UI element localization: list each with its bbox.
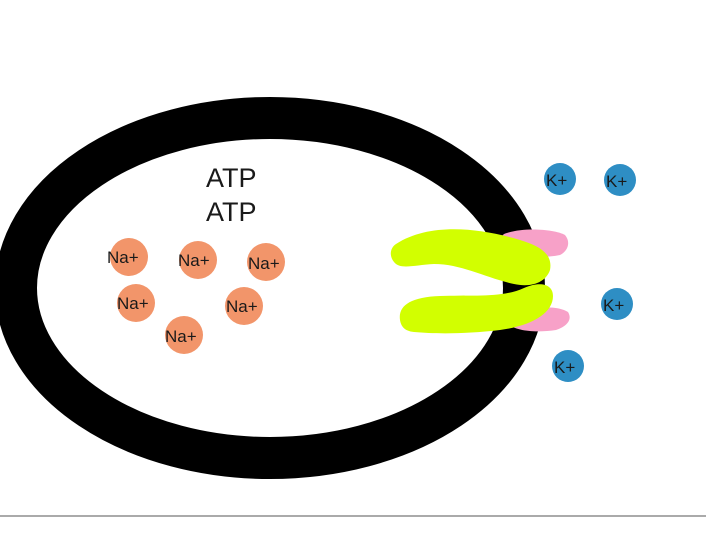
- sodium-ion: Na+: [178, 241, 217, 279]
- svg-text:Na+: Na+: [165, 327, 197, 346]
- svg-text:K+: K+: [554, 358, 575, 377]
- potassium-ion: K+: [601, 288, 633, 320]
- svg-text:K+: K+: [546, 171, 567, 190]
- sodium-ion: Na+: [107, 238, 148, 276]
- svg-text:Na+: Na+: [226, 297, 258, 316]
- svg-text:K+: K+: [603, 296, 624, 315]
- svg-text:Na+: Na+: [178, 251, 210, 270]
- sodium-ion: Na+: [165, 316, 203, 354]
- atp-label: ATP: [206, 197, 257, 227]
- svg-text:Na+: Na+: [107, 248, 139, 267]
- potassium-ion: K+: [544, 163, 576, 195]
- pump-lower-lobe: [399, 284, 553, 334]
- sodium-ion: Na+: [225, 287, 263, 325]
- sodium-ion: Na+: [247, 243, 285, 281]
- svg-text:Na+: Na+: [117, 294, 149, 313]
- sodium-ion: Na+: [117, 284, 155, 322]
- svg-text:Na+: Na+: [248, 254, 280, 273]
- atp-label: ATP: [206, 163, 257, 193]
- potassium-ion: K+: [604, 164, 636, 196]
- svg-text:K+: K+: [606, 172, 627, 191]
- pump-upper-lobe: [390, 229, 551, 286]
- cell-membrane: [0, 97, 545, 479]
- potassium-ion: K+: [552, 350, 584, 382]
